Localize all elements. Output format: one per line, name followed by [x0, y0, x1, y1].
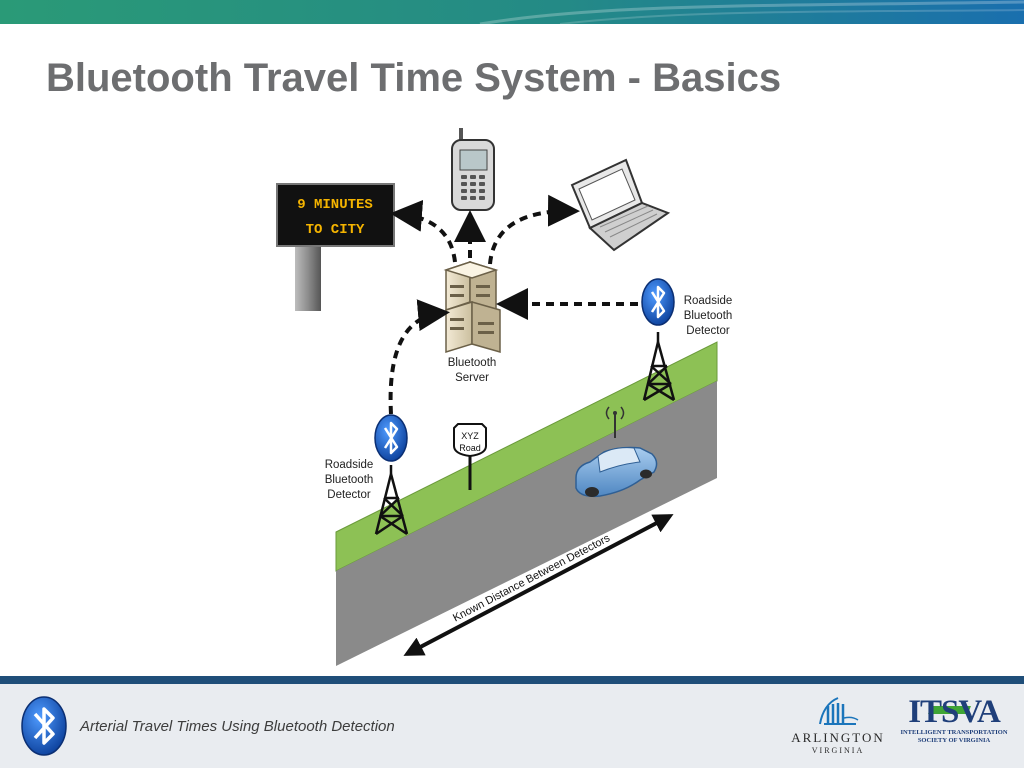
right-detector-label-line-1: Roadside	[684, 295, 733, 307]
road-sign	[453, 423, 487, 490]
right-detector	[641, 278, 676, 402]
car-icon	[575, 406, 658, 498]
itsva-mark: ITSVA	[908, 694, 1002, 728]
left-detector-label-line-3: Detector	[327, 489, 371, 501]
cell-phone-icon	[451, 128, 495, 211]
left-detector-label-line-1: Roadside	[325, 459, 374, 471]
footer: Arterial Travel Times Using Bluetooth De…	[0, 676, 1024, 768]
arlington-name: ARLINGTON	[791, 730, 885, 745]
bluetooth-logo-icon	[21, 696, 67, 756]
laptop-icon	[570, 158, 671, 252]
sign-line-1: 9 MINUTES	[297, 197, 373, 213]
sign-board	[276, 183, 395, 247]
itsva-subtitle-line-1: INTELLIGENT TRANSPORTATION	[900, 729, 1008, 736]
data-flow-arrows	[388, 194, 638, 415]
itsva-name: ITSVA	[908, 694, 1001, 728]
itsva-logo: ITSVA INTELLIGENT TRANSPORTATION SOCIETY…	[898, 692, 1010, 752]
footer-bar	[0, 676, 1024, 684]
slide-title: Bluetooth Travel Time System - Basics	[46, 56, 782, 100]
sign-line-2: TO CITY	[306, 222, 365, 238]
footer-text: Arterial Travel Times Using Bluetooth De…	[80, 718, 395, 735]
arrow-from-left-detector	[388, 299, 450, 415]
right-detector-label-line-2: Bluetooth	[684, 310, 733, 322]
arrow-to-laptop	[488, 194, 580, 265]
bluetooth-icon	[374, 414, 408, 462]
message-sign: 9 MINUTES TO CITY	[276, 183, 395, 311]
road-sign-line-2: Road	[459, 443, 481, 453]
distance-arrow	[403, 514, 674, 656]
server-unit-front	[445, 300, 501, 354]
right-detector-label-line-3: Detector	[686, 325, 730, 337]
arrow-to-sign	[390, 199, 457, 263]
arlington-logo: ARLINGTON VIRGINIA	[784, 694, 892, 760]
left-detector	[374, 414, 409, 536]
server-label-line-2: Server	[455, 372, 489, 384]
arlington-state: VIRGINIA	[811, 746, 865, 755]
server-label-line-1: Bluetooth	[448, 357, 497, 369]
road-sign-line-1: XYZ	[461, 431, 479, 441]
arlington-mark-icon	[819, 697, 859, 725]
sign-pole	[295, 244, 321, 311]
header-band	[0, 0, 1024, 24]
system-diagram: 9 MINUTES TO CITY	[276, 128, 733, 666]
itsva-subtitle-line-2: SOCIETY OF VIRGINIA	[917, 737, 991, 744]
tower-icon	[642, 332, 676, 402]
bluetooth-icon	[641, 278, 675, 326]
left-detector-label-line-2: Bluetooth	[325, 474, 374, 486]
bluetooth-server-icon	[443, 260, 501, 354]
